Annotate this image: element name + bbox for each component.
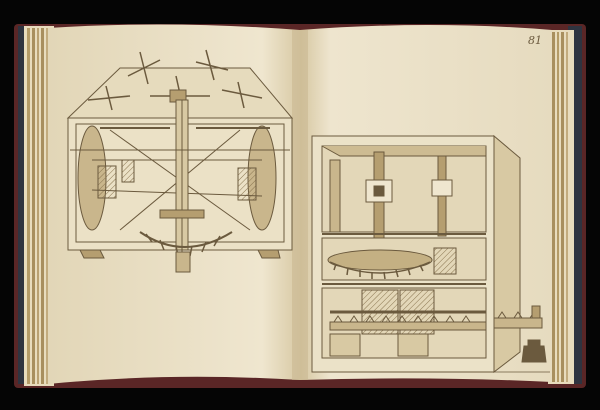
page-number: 81 [528, 34, 542, 47]
right-machine-drawing [311, 134, 550, 374]
gutter-shadow [292, 30, 308, 380]
left-machine-drawing [66, 49, 294, 273]
right-page-edges [548, 30, 574, 384]
